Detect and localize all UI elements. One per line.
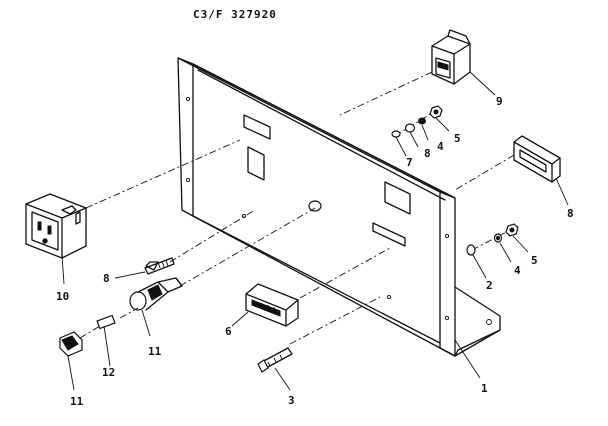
receptacle-part: 10	[25, 139, 241, 303]
callout-5-bottom: 5	[531, 254, 538, 267]
callout-11-holder: 11	[148, 345, 162, 358]
callout-8-plate: 8	[567, 207, 574, 220]
callout-3: 3	[288, 394, 295, 407]
callout-9: 9	[496, 95, 503, 108]
callout-1: 1	[481, 382, 488, 395]
callout-4-bottom: 4	[514, 264, 521, 277]
callout-12: 12	[102, 366, 115, 379]
bottom-right-hardware: 2 4 5	[466, 223, 538, 292]
top-hardware-stack: 7 8 4 5	[391, 105, 461, 169]
callout-10: 10	[56, 290, 69, 303]
fuse-part: 12	[96, 307, 139, 379]
indicator-module-part: 6	[225, 247, 391, 338]
small-holder-part: 8	[103, 200, 322, 285]
fuse-holder-part: 11	[129, 207, 316, 358]
callout-5-top: 5	[454, 132, 461, 145]
fuse-cap-part: 11	[59, 325, 101, 408]
callout-8-top: 8	[424, 147, 431, 160]
diagram-title: C3/F 327920	[193, 8, 277, 21]
callout-7: 7	[406, 156, 413, 169]
callout-8-holder: 8	[103, 272, 110, 285]
screw-part: 3	[257, 296, 381, 407]
control-panel-part: 1	[177, 57, 501, 395]
name-plate-part: 8	[454, 135, 574, 220]
callout-6: 6	[225, 325, 232, 338]
rocker-switch-part: 9	[339, 29, 503, 116]
callout-2: 2	[486, 279, 493, 292]
callout-4-top: 4	[437, 140, 444, 153]
callout-11-cap: 11	[70, 395, 84, 408]
